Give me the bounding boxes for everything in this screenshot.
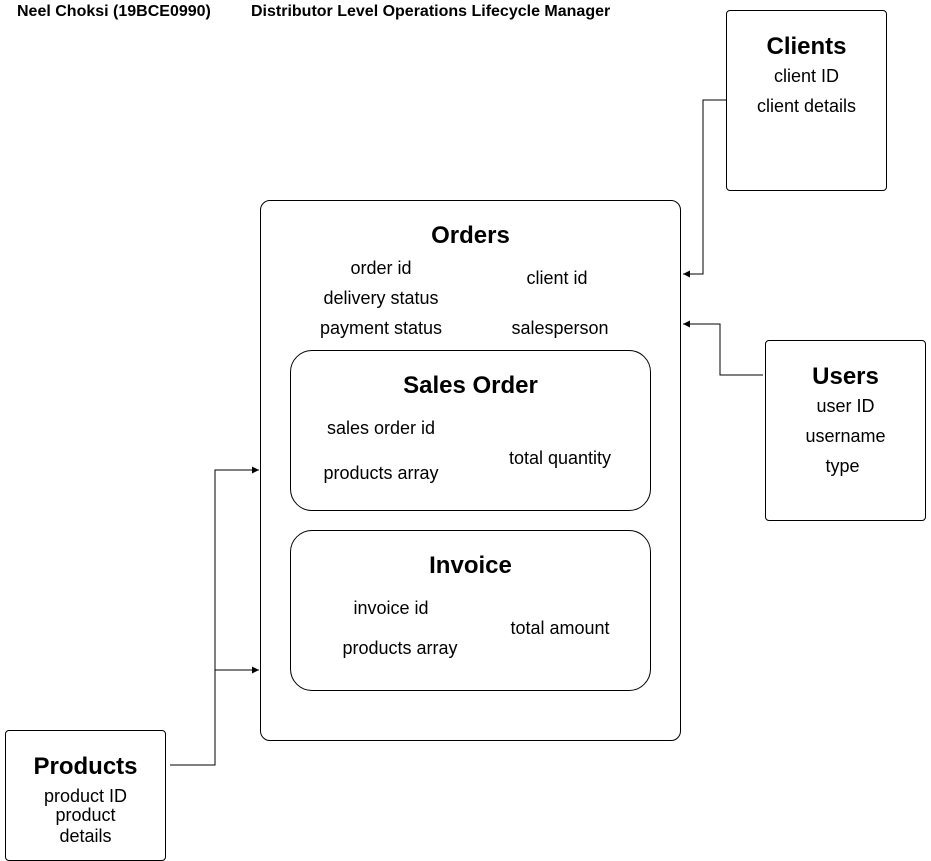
sales-order-field-sales-order-id: sales order id	[326, 418, 436, 438]
invoice-field-total-amount: total amount	[510, 618, 610, 638]
sales-order-field-products-array: products array	[323, 463, 439, 483]
users-field-type: type	[825, 456, 860, 476]
connector-products-to-sales-order	[170, 466, 259, 766]
clients-field-client-id: client ID	[773, 66, 840, 86]
sales-order-title: Sales Order	[403, 372, 538, 399]
users-title: Users	[812, 363, 879, 390]
orders-field-order-id: order id	[350, 258, 412, 278]
products-field-product: product	[55, 805, 116, 825]
orders-field-salesperson: salesperson	[511, 318, 609, 338]
author-label: Neel Choksi (19BCE0990)	[17, 3, 211, 20]
orders-field-delivery-status: delivery status	[323, 288, 439, 308]
sales-order-field-total-quantity: total quantity	[508, 448, 612, 468]
connector-clients-to-orders	[683, 99, 728, 278]
products-title: Products	[33, 753, 138, 780]
products-entity-box: Products product ID product details	[5, 730, 166, 861]
products-field-details: details	[59, 826, 112, 846]
invoice-field-invoice-id: invoice id	[353, 598, 429, 618]
invoice-title: Invoice	[429, 552, 512, 579]
invoice-field-products-array: products array	[342, 638, 458, 658]
clients-entity-box: Clients client ID client details	[726, 10, 887, 191]
orders-title: Orders	[431, 222, 510, 249]
sales-order-entity-box: Sales Order sales order id products arra…	[290, 350, 651, 511]
clients-field-client-details: client details	[756, 96, 857, 116]
diagram-title: Distributor Level Operations Lifecycle M…	[251, 3, 611, 20]
users-field-user-id: user ID	[816, 396, 875, 416]
users-field-username: username	[805, 426, 886, 446]
clients-title: Clients	[766, 33, 847, 60]
orders-field-payment-status: payment status	[319, 318, 443, 338]
products-field-product-id: product ID	[43, 786, 128, 806]
connector-users-to-orders	[683, 320, 763, 376]
orders-field-client-id: client id	[526, 268, 588, 288]
invoice-entity-box: Invoice invoice id products array total …	[290, 530, 651, 691]
users-entity-box: Users user ID username type	[765, 340, 926, 521]
